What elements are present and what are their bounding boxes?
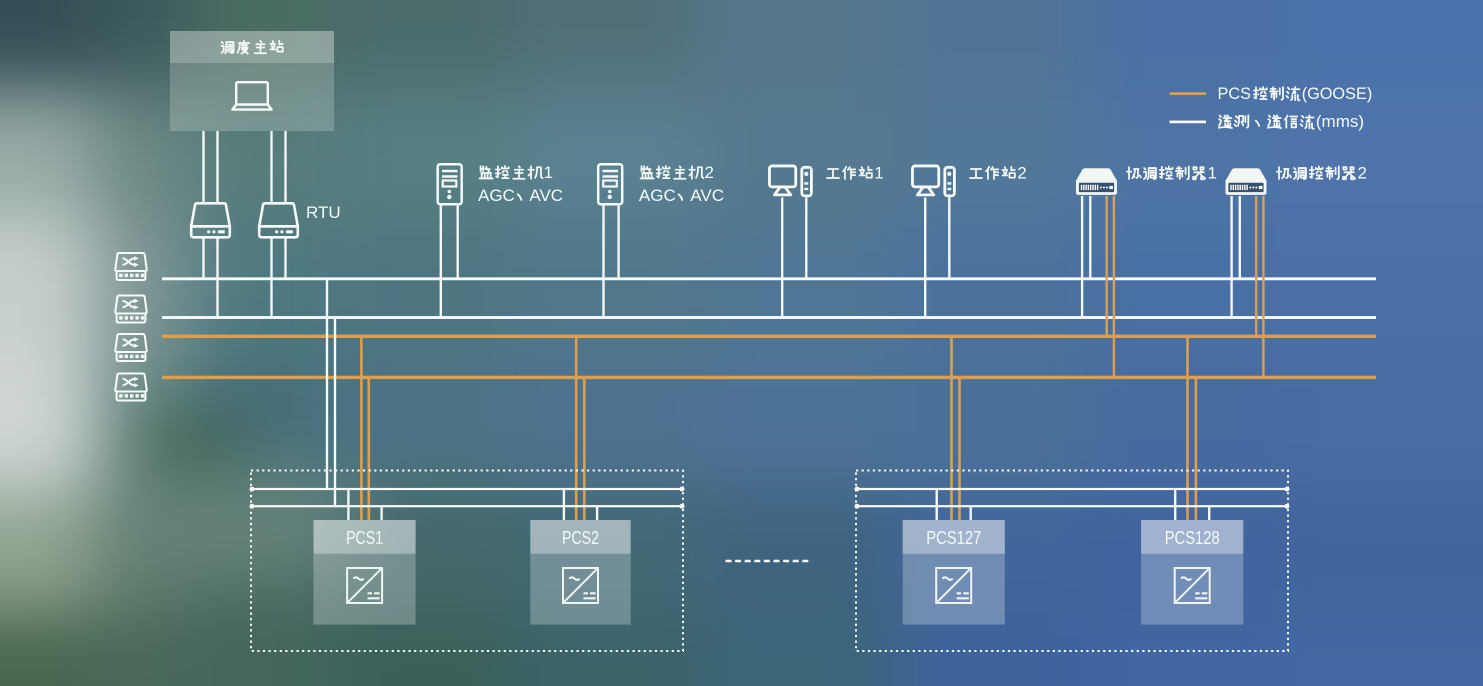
svg-text:2: 2	[1358, 163, 1367, 182]
svg-text:AVC: AVC	[690, 186, 724, 205]
svg-text:PCS1: PCS1	[346, 528, 383, 548]
svg-text:2: 2	[1017, 163, 1026, 182]
svg-text:PCS: PCS	[1218, 85, 1252, 103]
svg-text:PCS128: PCS128	[1165, 528, 1220, 548]
svg-text:(GOOSE): (GOOSE)	[1302, 85, 1373, 103]
svg-text:RTU: RTU	[306, 203, 341, 222]
svg-text:AGC: AGC	[478, 186, 515, 205]
svg-text:1: 1	[874, 163, 883, 182]
svg-text:AVC: AVC	[529, 186, 563, 205]
svg-text:1: 1	[1208, 163, 1217, 182]
svg-text:(mms): (mms)	[1316, 112, 1364, 131]
svg-text:AGC: AGC	[639, 186, 676, 205]
svg-text:PCS127: PCS127	[926, 528, 981, 548]
svg-text:1: 1	[544, 163, 553, 182]
svg-text:PCS2: PCS2	[562, 528, 599, 548]
svg-text:2: 2	[705, 163, 714, 182]
